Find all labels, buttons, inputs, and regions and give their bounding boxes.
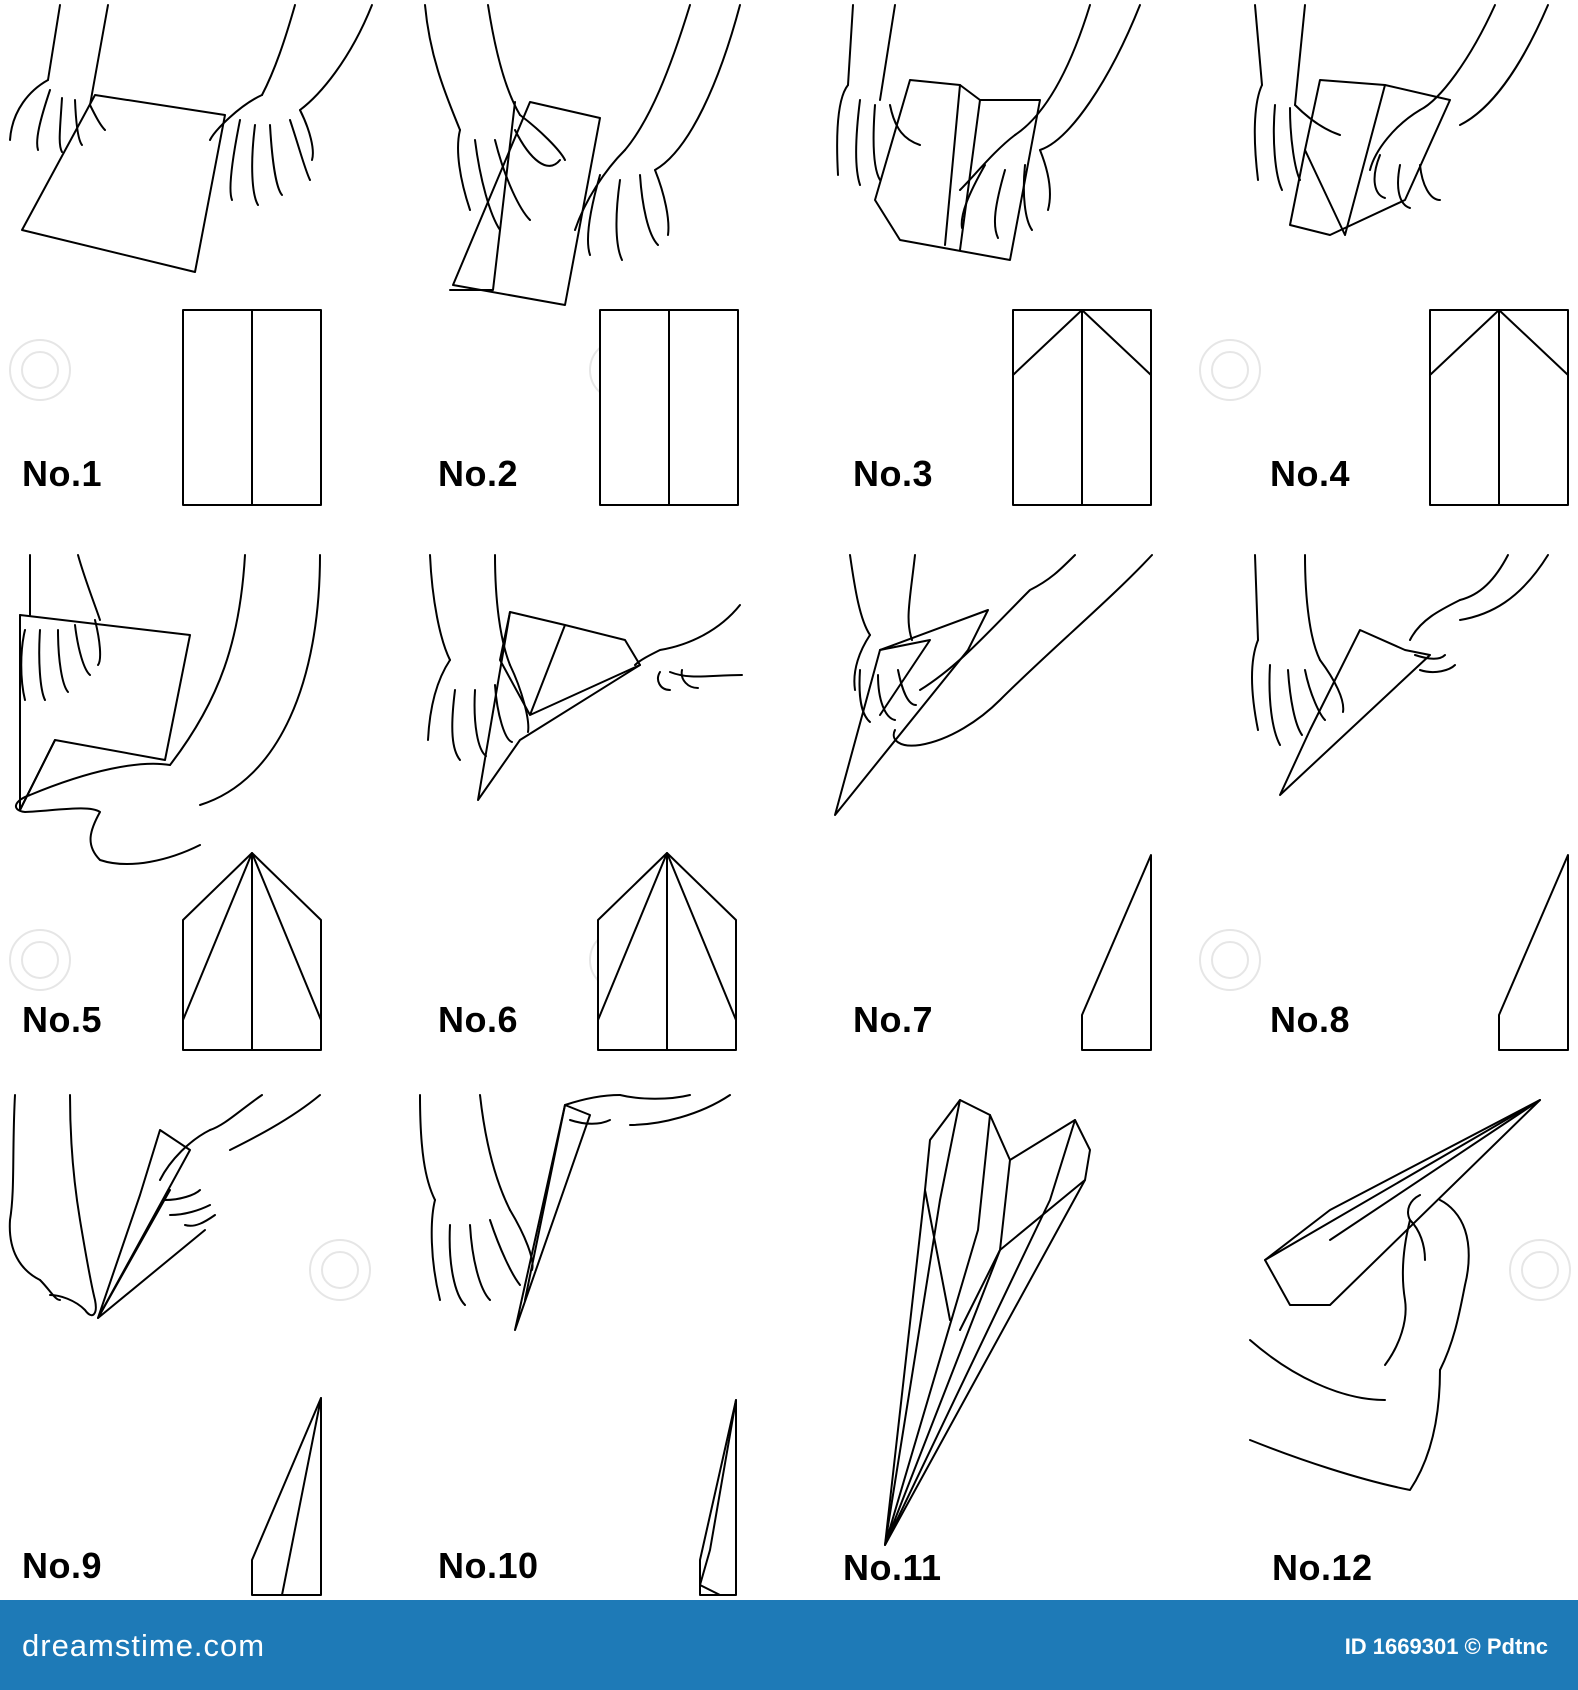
step-8-diagram bbox=[1498, 854, 1569, 1051]
footer-image-id: ID 1669301 © Pdtnc bbox=[1344, 1634, 1548, 1659]
step-12-plane-throw bbox=[1249, 1099, 1541, 1491]
step-6-diagram bbox=[597, 852, 737, 1051]
step-9-diagram bbox=[251, 1397, 322, 1596]
step-label-8: No.8 bbox=[1270, 999, 1351, 1040]
step-3-diagram bbox=[1012, 309, 1152, 506]
step-label-10: No.10 bbox=[438, 1545, 539, 1586]
step-7-diagram bbox=[1081, 854, 1152, 1051]
step-5-illustration bbox=[15, 554, 1549, 866]
step-10-diagram bbox=[699, 1399, 737, 1596]
step-1-illustration bbox=[9, 4, 1549, 306]
step-label-12: No.12 bbox=[1272, 1547, 1373, 1588]
step-4-diagram bbox=[1429, 309, 1569, 506]
step-5-diagram bbox=[182, 852, 322, 1051]
step-9-illustration bbox=[8, 1094, 731, 1331]
footer-site-name[interactable]: dreamstime.com bbox=[22, 1628, 266, 1663]
step-11-plane bbox=[884, 1099, 1091, 1546]
step-label-11: No.11 bbox=[843, 1547, 942, 1588]
step-2-diagram bbox=[599, 309, 739, 506]
step-label-7: No.7 bbox=[853, 999, 934, 1040]
step-1-diagram bbox=[182, 309, 322, 506]
step-label-9: No.9 bbox=[22, 1545, 103, 1586]
step-label-3: No.3 bbox=[853, 453, 934, 494]
step-label-6: No.6 bbox=[438, 999, 519, 1040]
footer-bar: dreamstime.com ID 1669301 © Pdtnc bbox=[0, 1600, 1578, 1690]
step-label-1: No.1 bbox=[22, 453, 103, 494]
step-label-4: No.4 bbox=[1270, 453, 1351, 494]
step-label-2: No.2 bbox=[438, 453, 519, 494]
step-label-5: No.5 bbox=[22, 999, 103, 1040]
